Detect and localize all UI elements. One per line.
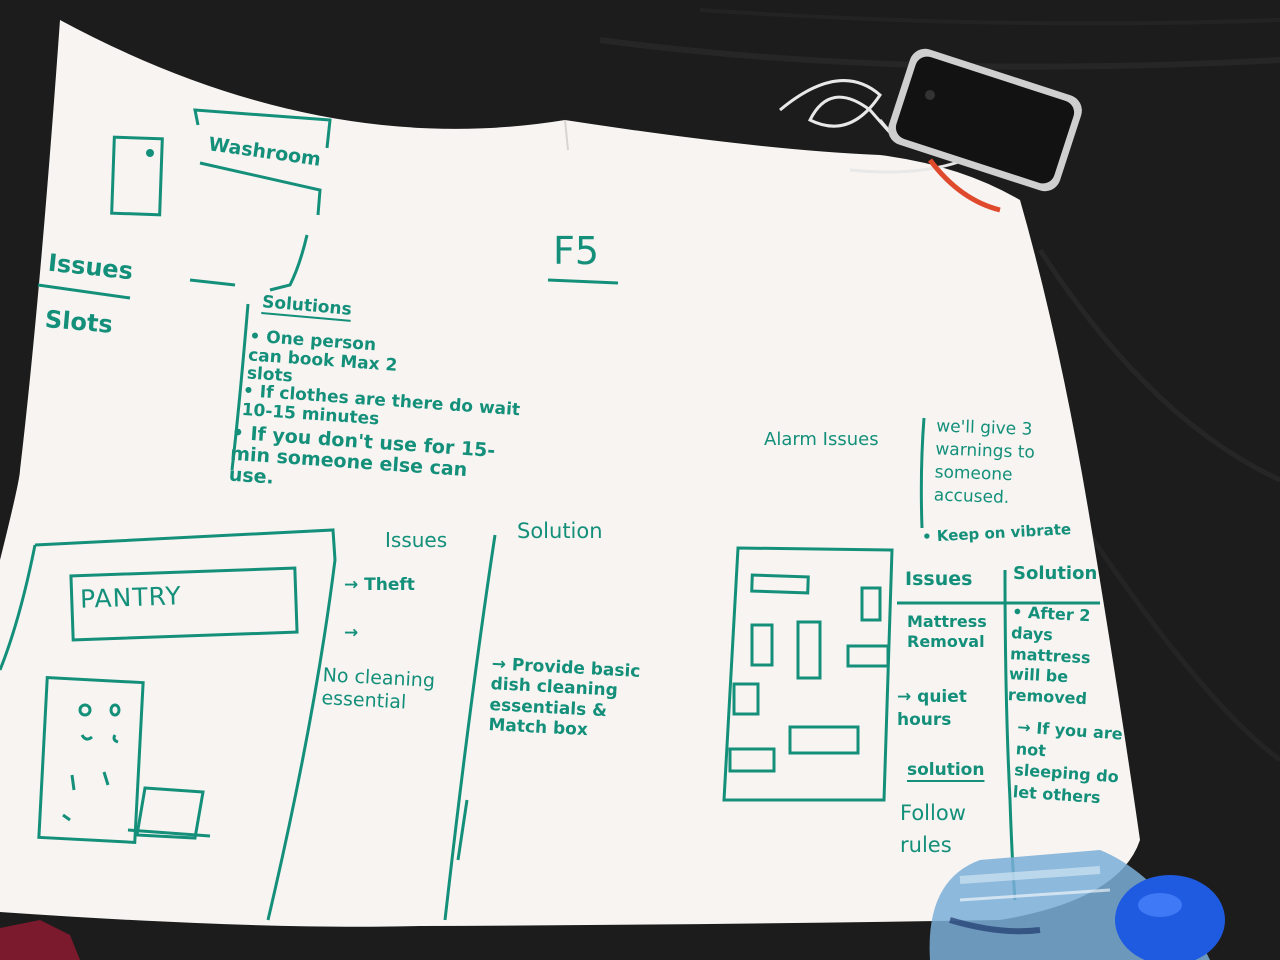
alarm-solution: we'll give 3 warnings to someone accused… xyxy=(933,416,1036,508)
board-title: F5 xyxy=(553,229,600,273)
alarm-issue: Alarm Issues xyxy=(764,429,879,450)
issues-underline xyxy=(37,283,131,300)
washroom-issue-slots: Slots xyxy=(43,305,114,339)
dorm-solution-1: • After 2 days mattress will be removed xyxy=(1007,602,1092,709)
pantry-issues-heading: Issues xyxy=(385,528,448,552)
dorm-issue-mattress: Mattress Removal xyxy=(907,612,987,651)
pantry-dividers xyxy=(443,534,497,921)
pantry-issue-theft: → Theft xyxy=(344,575,415,595)
pantry-solution-heading: Solution xyxy=(517,519,603,543)
paper-sheet xyxy=(0,20,1140,927)
washroom-sketch xyxy=(110,108,332,292)
pantry-solution-text: → Provide basic dish cleaning essentials… xyxy=(487,654,641,741)
pantry-issue-cleaning: No cleaning essential xyxy=(320,664,436,714)
pantry-sketch xyxy=(0,528,337,921)
phone-with-cable xyxy=(779,48,1082,213)
dorm-solution-2: → If you are not sleeping do let others xyxy=(1012,717,1124,807)
title-underline xyxy=(547,278,619,285)
dorm-solution-heading: Solution xyxy=(1013,563,1098,584)
dorm-issues-heading: Issues xyxy=(905,568,973,590)
red-fabric xyxy=(0,920,80,960)
pantry-label: PANTRY xyxy=(79,581,183,614)
alarm-divider xyxy=(919,417,926,529)
pantry-issue-arrow: → xyxy=(344,623,359,643)
paper-fold xyxy=(564,119,569,151)
dorm-sub-solution-heading: solution xyxy=(907,760,985,780)
dorm-sub-solution: Follow rules xyxy=(900,801,966,857)
dorm-issue-quiet: → quiet hours xyxy=(897,687,967,730)
water-bottle xyxy=(929,850,1225,960)
